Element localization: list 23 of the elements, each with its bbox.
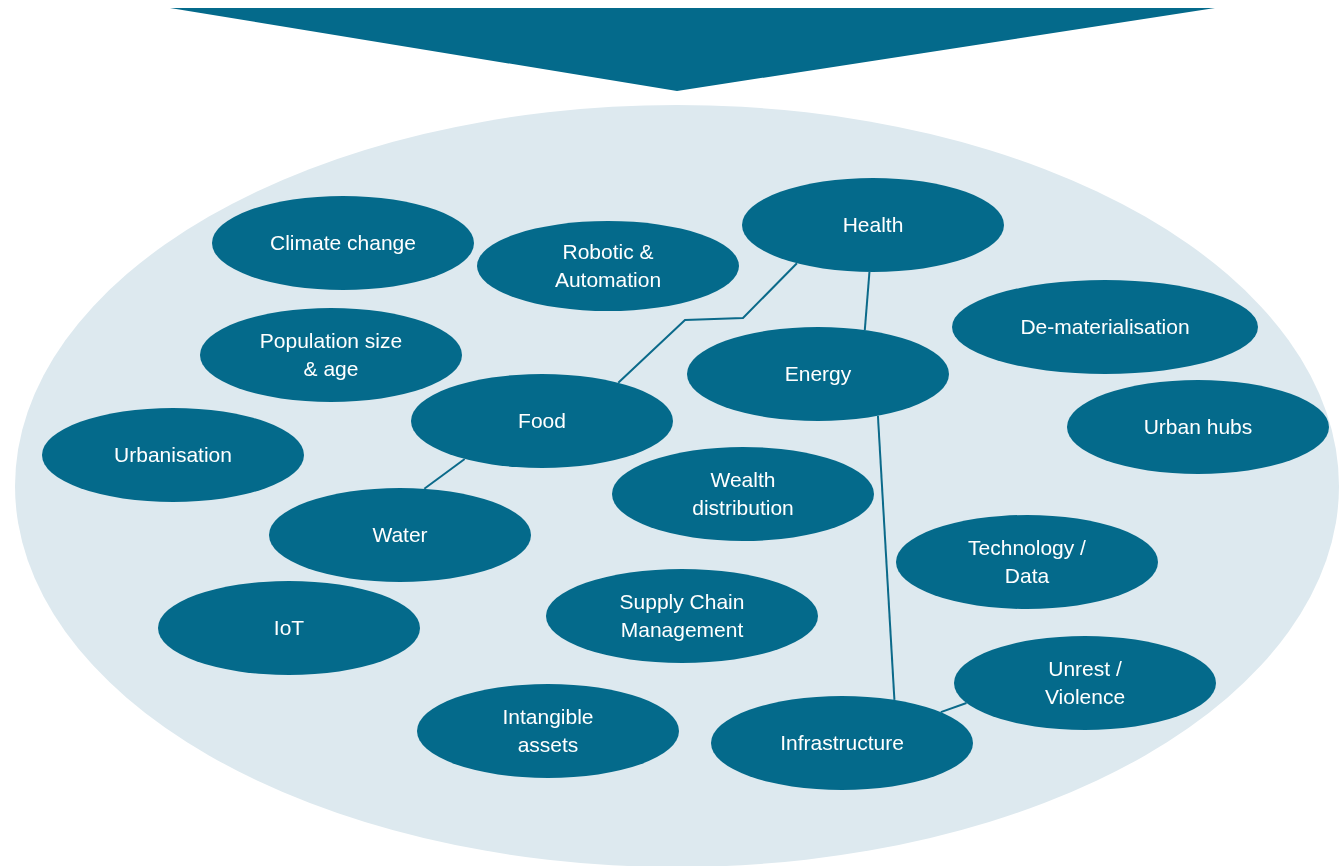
topic-label: Urbanisation (114, 442, 232, 468)
topic-label: Climate change (270, 230, 416, 256)
topic-label: Food (518, 408, 566, 434)
topic-label: Energy (784, 361, 852, 387)
connector-line (863, 271, 871, 332)
topic-label: Urban hubs (1143, 414, 1253, 440)
topic-label: Population size & age (258, 328, 404, 382)
topic-label: Supply Chain Management (618, 589, 746, 643)
funnel-arrow (170, 8, 1215, 91)
connector-line (617, 262, 798, 384)
topic-label: Wealth distribution (691, 467, 795, 521)
connector-line (423, 457, 466, 490)
topic-label: Water (372, 522, 428, 548)
topic-label: Robotic & Automation (553, 239, 663, 293)
topic-label: Infrastructure (780, 730, 904, 756)
topic-label: Health (842, 212, 904, 238)
topic-label: Unrest / Violence (1043, 656, 1127, 710)
connector-line (939, 702, 968, 714)
topic-label: IoT (273, 615, 305, 641)
topic-label: Intangible assets (501, 704, 595, 758)
topic-label: De-materialisation (1020, 314, 1190, 340)
topic-label: Technology / Data (967, 535, 1087, 589)
connector-line (876, 414, 896, 701)
